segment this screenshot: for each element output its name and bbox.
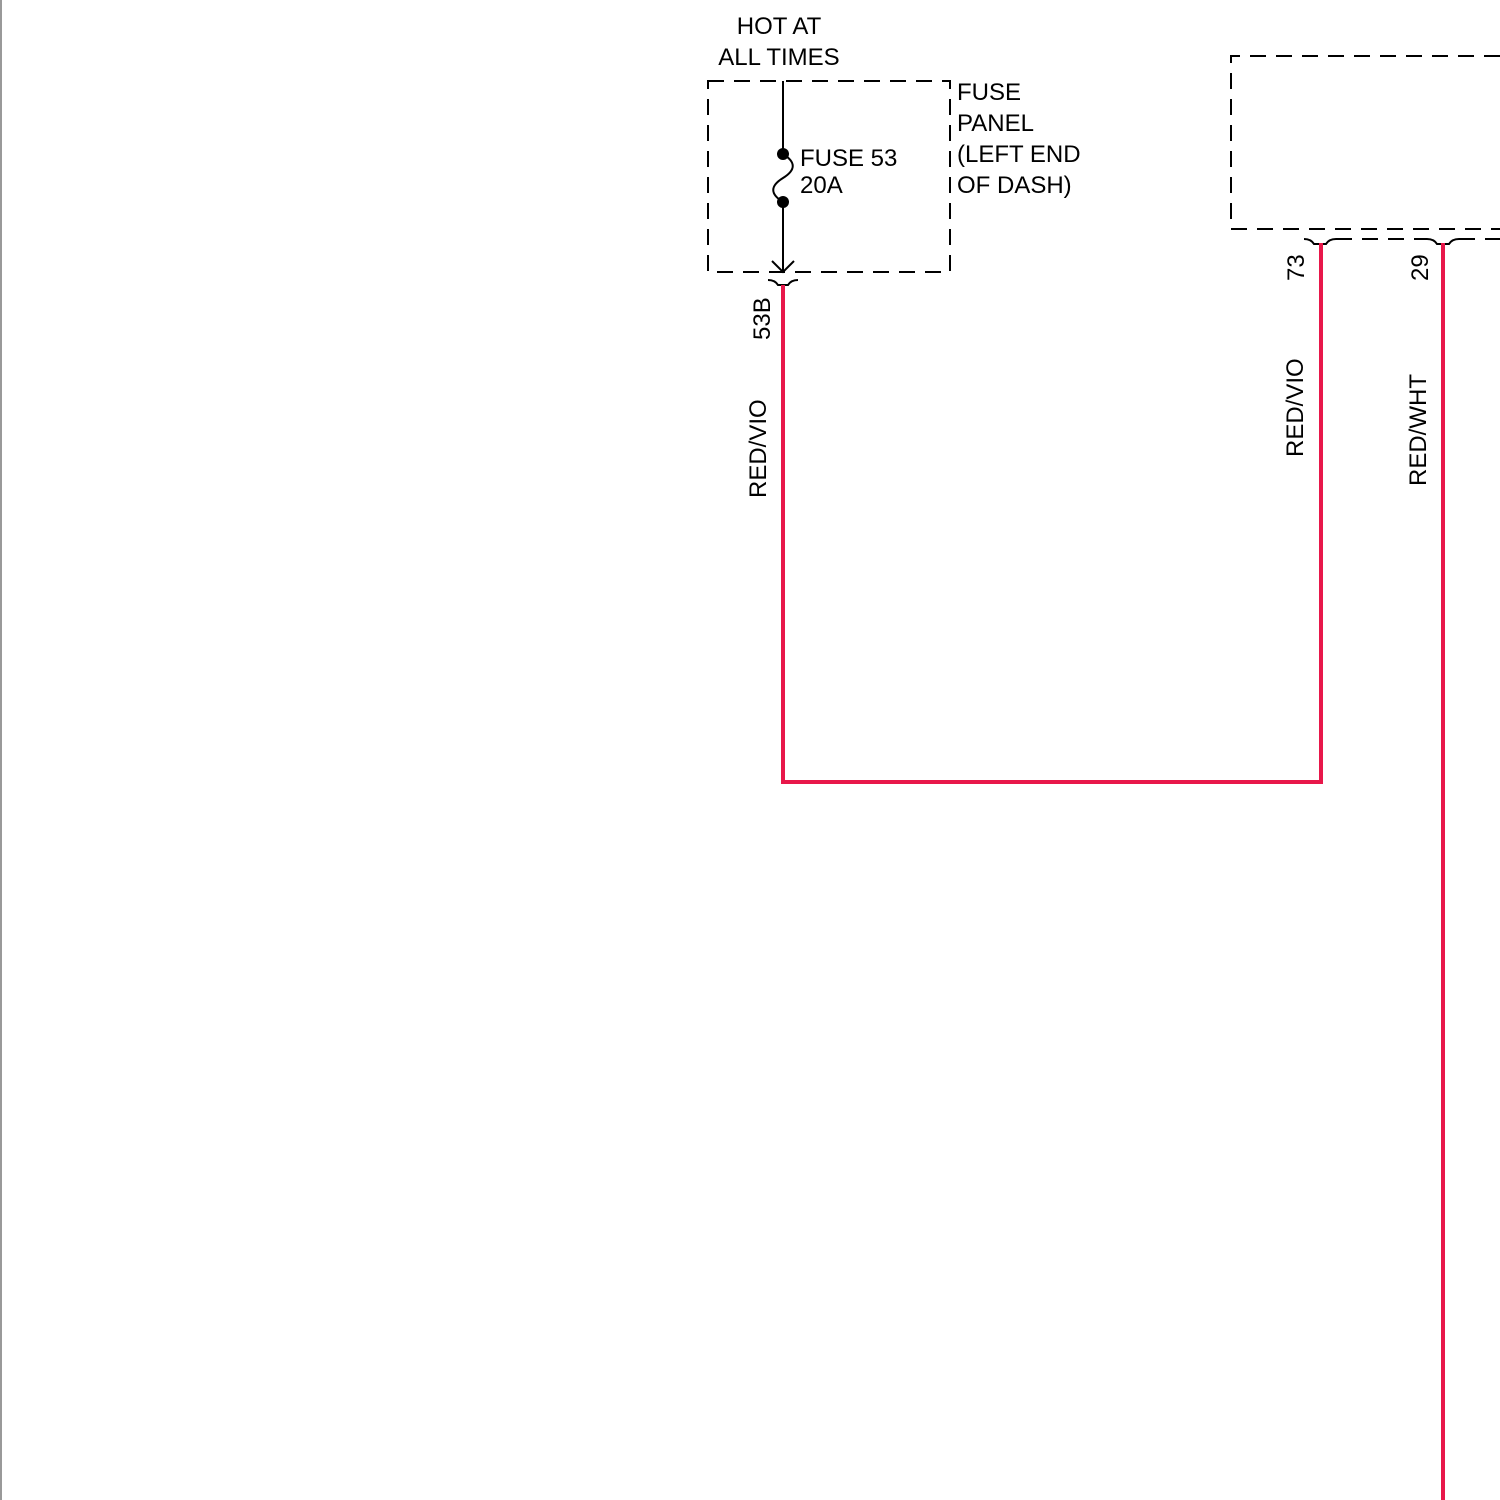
fuse-output-terminal-label: 53B bbox=[749, 297, 776, 340]
fuse-symbol bbox=[773, 148, 793, 208]
wire-fuse-53b-to-pin-73 bbox=[783, 245, 1321, 782]
wire-color-label-fuse-output: RED/VIO bbox=[745, 399, 772, 498]
wire-color-label-pin-73: RED/VIO bbox=[1282, 358, 1309, 457]
pin-29-label: 29 bbox=[1407, 254, 1434, 281]
power-source-label-line2: ALL TIMES bbox=[718, 44, 839, 71]
pin-73-label: 73 bbox=[1283, 254, 1310, 281]
module-enclosure bbox=[1231, 56, 1500, 229]
power-source-label-line1: HOT AT bbox=[737, 13, 822, 40]
fuse-output-connector-symbol bbox=[768, 280, 798, 285]
fuse-panel-label-line3: (LEFT END bbox=[957, 141, 1081, 168]
fuse-name-label: FUSE 53 bbox=[800, 145, 897, 172]
fuse-panel-label-line2: PANEL bbox=[957, 110, 1034, 137]
wire-color-label-pin-29: RED/WHT bbox=[1405, 374, 1432, 486]
fuse-panel-label-line4: OF DASH) bbox=[957, 172, 1072, 199]
fuse-rating-label: 20A bbox=[800, 172, 843, 199]
fuse-element bbox=[773, 154, 793, 202]
fuse-panel-label-line1: FUSE bbox=[957, 79, 1021, 106]
